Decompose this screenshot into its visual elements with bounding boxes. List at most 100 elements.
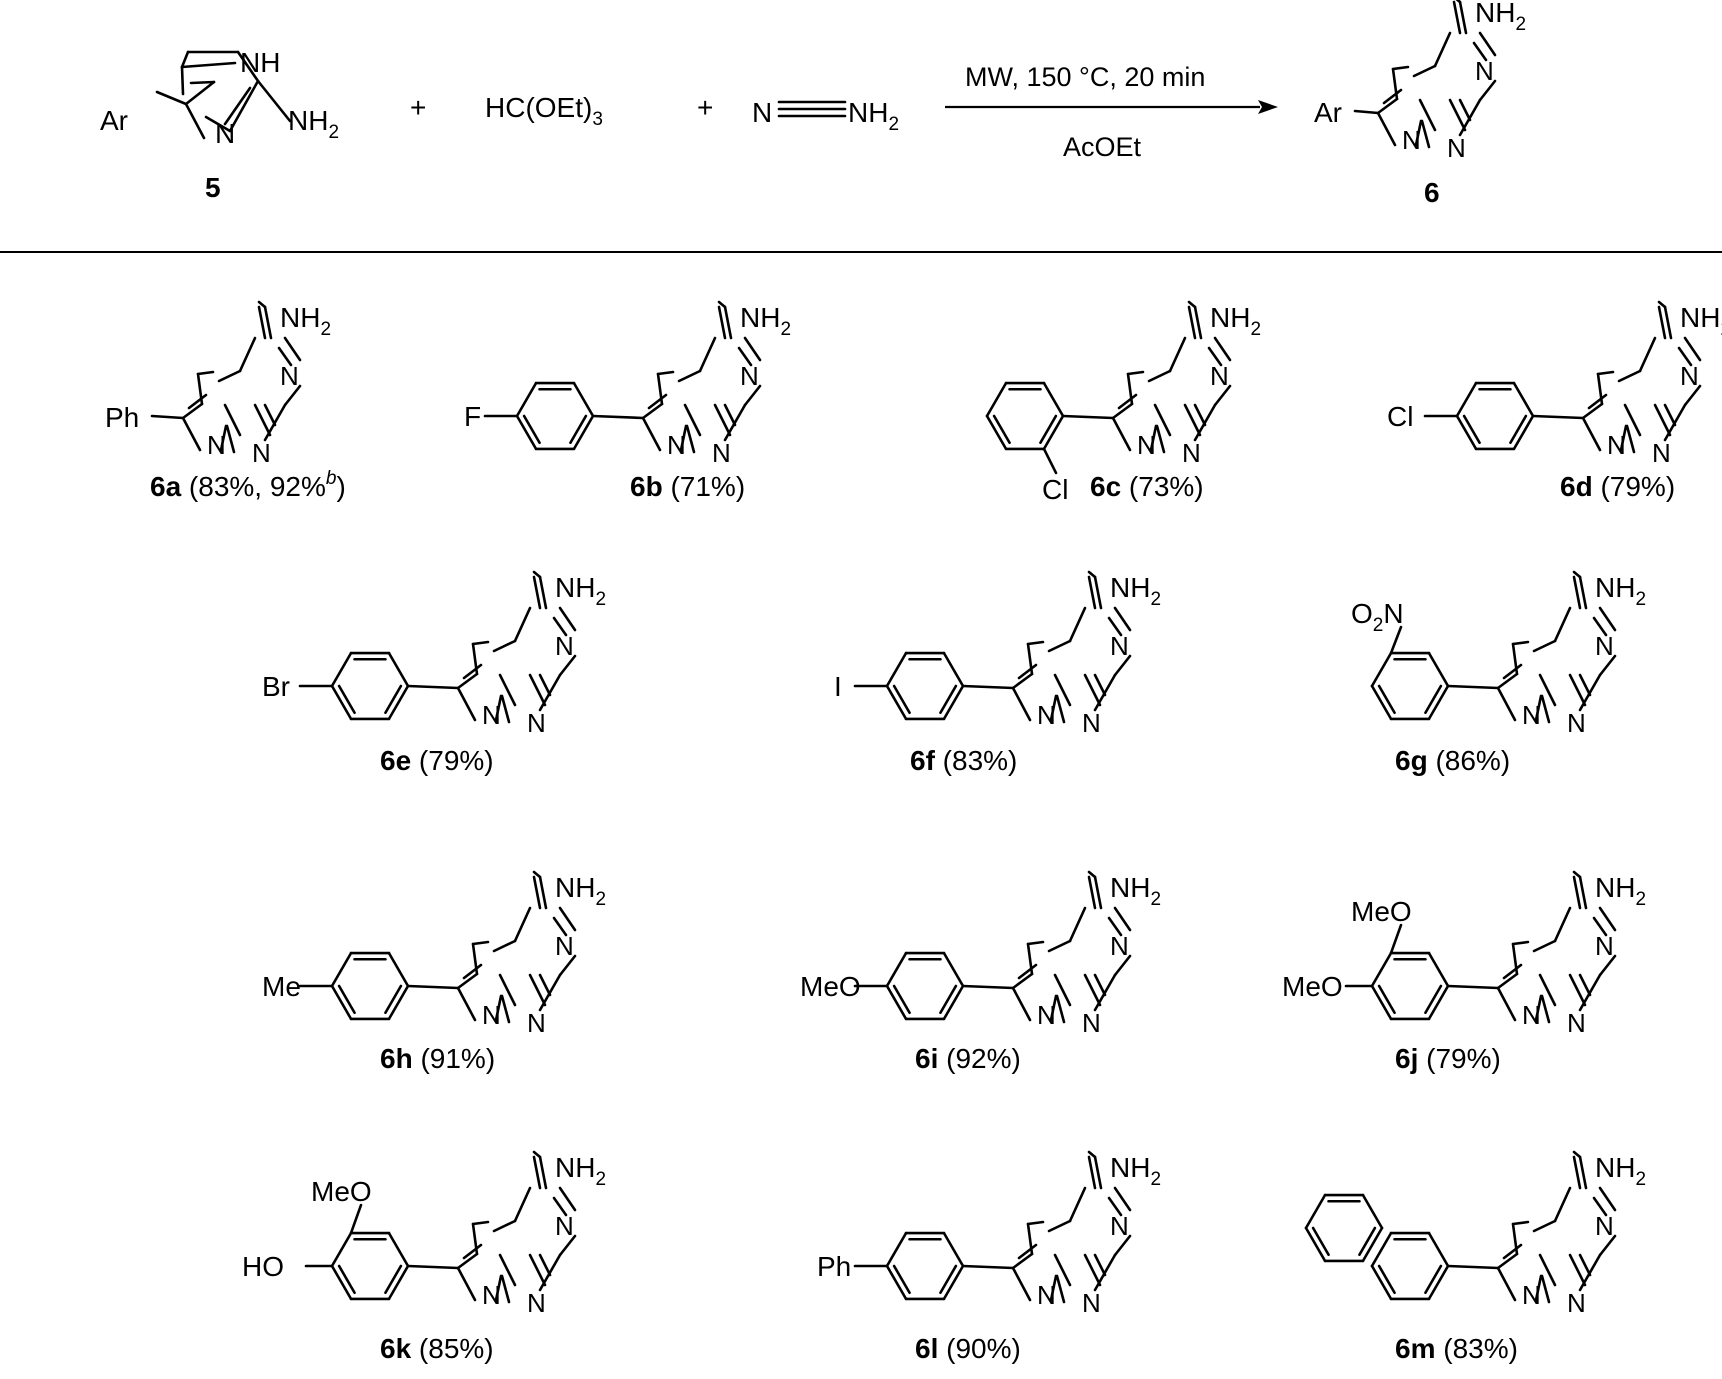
yield-caption: 6b (71%) [630, 471, 745, 502]
triazine-n-label: N [1082, 1288, 1101, 1318]
plus-sign-2: + [697, 92, 713, 123]
amino-label: NH2 [280, 302, 331, 340]
triazine-n-label: N [1595, 1211, 1614, 1241]
phenyl-label: Ph [105, 402, 139, 433]
yield-caption: 6m (83%) [1395, 1333, 1518, 1364]
imidazole-n-label: N [482, 700, 501, 730]
yield-caption: 6c (73%) [1090, 471, 1204, 502]
reaction-equation: Ar NH N NH2 5 + HC(OEt)3 + N NH2 MW, 150… [100, 0, 1526, 208]
start-ar-label: Ar [100, 105, 128, 136]
imidazole-n-label: N [1522, 700, 1541, 730]
yield-caption: 6k (85%) [380, 1333, 494, 1364]
product-ar-label: Ar [1314, 97, 1342, 128]
para-substituent-label: MeO [800, 971, 861, 1002]
amino-label: NH2 [1110, 872, 1161, 910]
amino-label: NH2 [1680, 302, 1722, 340]
yield-caption: 6a (83%, 92%b) [150, 468, 346, 502]
plus-sign-1: + [410, 92, 426, 123]
amino-label: NH2 [555, 1152, 606, 1190]
product-compound-number: 6 [1424, 177, 1440, 208]
amino-label: NH2 [555, 572, 606, 610]
yield-caption: 6l (90%) [915, 1333, 1021, 1364]
starting-material-5: Ar NH N NH2 5 [100, 47, 339, 203]
compound-6d: NH2NNNCl6d (79%) [1387, 300, 1722, 502]
triazine-n-label: N [1110, 931, 1129, 961]
amino-label: NH2 [555, 872, 606, 910]
cyanamide-reagent: N NH2 [752, 97, 899, 135]
start-n-label: N [215, 118, 235, 149]
yield-caption: 6g (86%) [1395, 745, 1510, 776]
yield-caption: 6h (91%) [380, 1043, 495, 1074]
amino-label: NH2 [1595, 872, 1646, 910]
imidazole-n-label: N [667, 430, 686, 460]
triazine-n-label: N [252, 438, 271, 468]
reaction-conditions: MW, 150 °C, 20 min [965, 62, 1205, 92]
triazine-n-label: N [1082, 708, 1101, 738]
methoxy-label: MeO [1351, 896, 1412, 927]
imidazole-n-label: N [1522, 1000, 1541, 1030]
amino-label: NH2 [1210, 302, 1261, 340]
product-n-label: N [1447, 133, 1466, 163]
triazine-n-label: N [1567, 708, 1586, 738]
triazine-n-label: N [527, 1008, 546, 1038]
cyanamide-n-label: N [752, 97, 772, 128]
triazine-n-label: N [280, 361, 299, 391]
yield-caption: 6e (79%) [380, 745, 494, 776]
amino-label: NH2 [740, 302, 791, 340]
triazine-n-label: N [1567, 1008, 1586, 1038]
para-substituent-label: F [464, 401, 481, 432]
triazine-n-label: N [712, 438, 731, 468]
product-6: Ar NH2 N N N 6 [1314, 0, 1526, 208]
start-nh2-label: NH2 [288, 105, 339, 143]
imidazole-n-label: N [1037, 700, 1056, 730]
reaction-solvent: AcOEt [1063, 132, 1142, 162]
chloro-label: Cl [1042, 474, 1068, 505]
nitro-label: O2N [1351, 598, 1404, 636]
para-substituent-label: Ph [817, 1251, 851, 1282]
yield-caption: 6i (92%) [915, 1043, 1021, 1074]
triazine-n-label: N [555, 931, 574, 961]
triazine-n-label: N [1210, 361, 1229, 391]
cyanamide-nh2-label: NH2 [848, 97, 899, 135]
para-substituent-label: Br [262, 671, 290, 702]
triazine-n-label: N [740, 361, 759, 391]
start-nh-label: NH [240, 47, 280, 78]
product-n-label: N [1475, 56, 1494, 86]
hydroxy-label: HO [242, 1251, 284, 1282]
imidazole-n-label: N [207, 430, 226, 460]
imidazole-n-label: N [1522, 1280, 1541, 1310]
para-substituent-label: Me [262, 971, 301, 1002]
amino-label: NH2 [1595, 572, 1646, 610]
orthoformate-reagent: HC(OEt)3 [485, 92, 603, 130]
product-nh2-label: NH2 [1475, 0, 1526, 35]
imidazole-n-label: N [482, 1280, 501, 1310]
triazine-n-label: N [1567, 1288, 1586, 1318]
imidazole-n-label: N [1607, 430, 1626, 460]
triazine-n-label: N [555, 1211, 574, 1241]
triazine-n-label: N [1082, 1008, 1101, 1038]
triazine-n-label: N [1182, 438, 1201, 468]
amino-label: NH2 [1110, 1152, 1161, 1190]
triazine-n-label: N [1595, 631, 1614, 661]
triazine-n-label: N [555, 631, 574, 661]
para-substituent-label: Cl [1387, 401, 1413, 432]
imidazole-n-label: N [1137, 430, 1156, 460]
imidazole-n-label: N [1037, 1000, 1056, 1030]
start-compound-number: 5 [205, 172, 221, 203]
